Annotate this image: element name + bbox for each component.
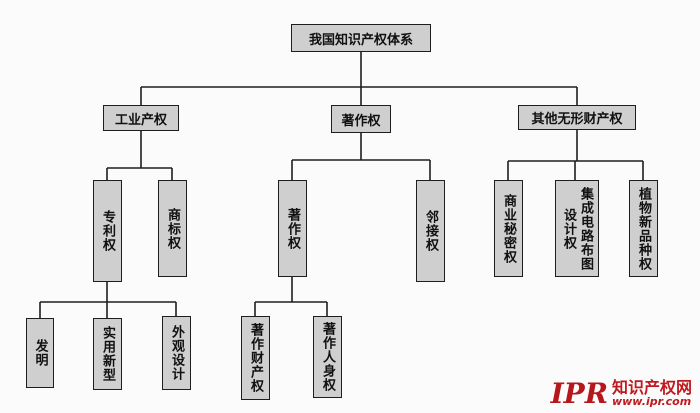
node-copyright: 著作权	[331, 105, 391, 133]
node-copyright-property-right: 著作财产权	[241, 316, 270, 400]
node-label: 邻接权	[423, 210, 438, 252]
node-industrial-design: 外观设计	[162, 316, 191, 390]
node-industrial-property: 工业产权	[103, 105, 179, 131]
root-label: 我国知识产权体系	[308, 32, 413, 48]
node-label: 著作财产权	[248, 323, 263, 393]
node-label: 植物新品种权	[636, 186, 651, 271]
node-label: 专利权	[100, 210, 115, 252]
node-label: 商标权	[165, 207, 180, 250]
node-label-right-column: 集成电路布图	[578, 186, 593, 271]
node-other-intangible-property: 其他无形财产权	[518, 105, 636, 130]
ipr-watermark: IPR 知识产权网 www.ipr.com	[550, 377, 692, 410]
node-utility-model: 实用新型	[93, 318, 122, 390]
node-label: 实用新型	[100, 326, 115, 382]
ipr-logo: IPR	[550, 377, 608, 410]
node-invention: 发明	[26, 318, 54, 388]
node-neighboring-right: 邻接权	[416, 180, 445, 282]
node-copyright-sub: 著作权	[278, 180, 307, 277]
node-label: 其他无形财产权	[531, 112, 623, 127]
node-ic-layout-design-right: 集成电路布图 设计权	[555, 180, 599, 277]
node-trademark-right: 商标权	[158, 180, 187, 277]
node-label: 著作权	[341, 113, 381, 129]
node-label: 工业产权	[114, 112, 167, 128]
node-label: 著作权	[285, 207, 300, 250]
node-label: 发明	[32, 339, 48, 367]
node-label: 著作人身权	[320, 322, 335, 392]
watermark-url: www.ipr.com	[611, 395, 692, 408]
node-copyright-moral-right: 著作人身权	[313, 316, 342, 398]
root-node: 我国知识产权体系	[291, 24, 431, 52]
node-patent-right: 专利权	[93, 180, 122, 282]
node-trade-secret-right: 商业秘密权	[494, 180, 523, 277]
node-label: 商业秘密权	[501, 193, 516, 264]
node-label: 外观设计	[169, 325, 184, 381]
node-plant-variety-right: 植物新品种权	[629, 180, 658, 277]
node-label-left-column: 设计权	[561, 207, 576, 250]
watermark-site-name: 知识产权网	[611, 378, 692, 397]
